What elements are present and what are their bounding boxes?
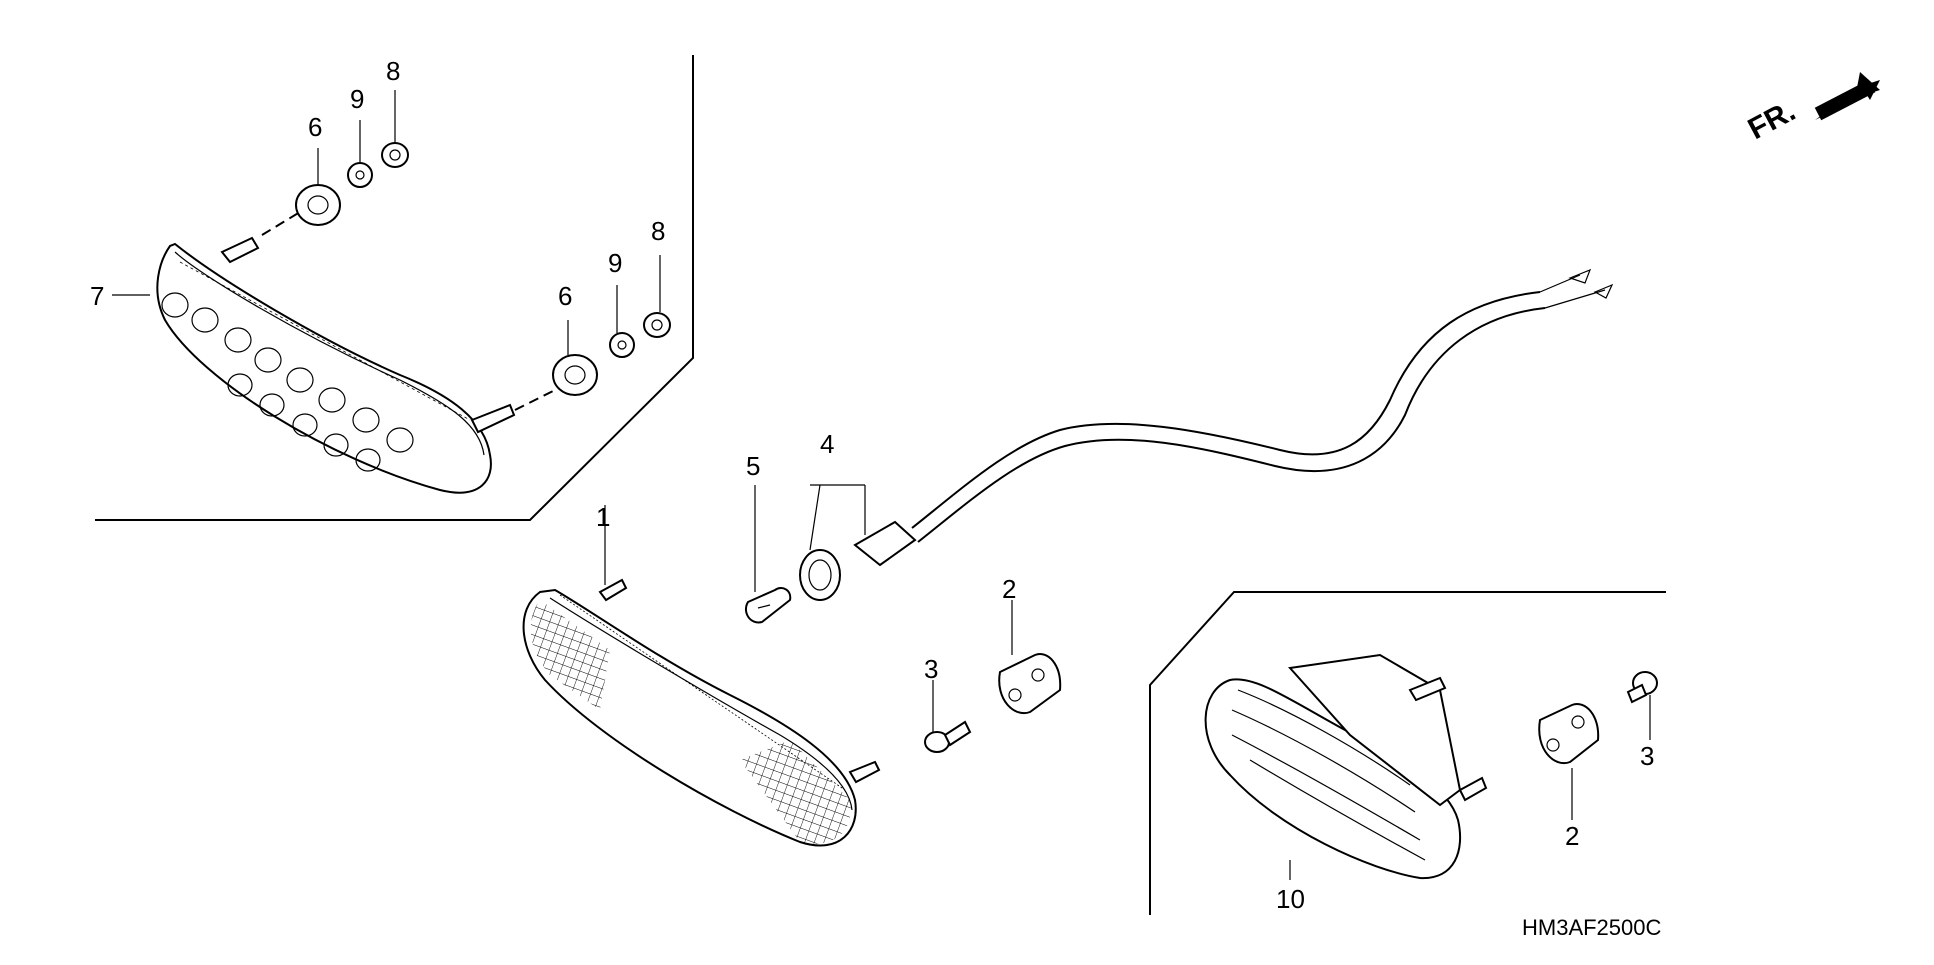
front-direction-arrow-icon — [1814, 72, 1880, 121]
callout-7: 7 — [90, 281, 104, 311]
led-cells — [161, 292, 414, 472]
callout-8-lower: 8 — [651, 216, 665, 246]
grommet-upper[interactable] — [295, 184, 341, 226]
tail-light-lens[interactable] — [522, 505, 881, 847]
nut-upper[interactable] — [381, 142, 409, 168]
callout-4: 4 — [820, 429, 834, 459]
callout-6-lower: 6 — [558, 281, 572, 311]
callout-9-lower: 9 — [608, 248, 622, 278]
callout-9-upper: 9 — [350, 84, 364, 114]
clip-right[interactable] — [1538, 703, 1600, 820]
callout-3-right: 3 — [1640, 741, 1654, 771]
callout-2-middle: 2 — [1002, 574, 1016, 604]
front-label: FR. — [1743, 94, 1801, 146]
bulb[interactable] — [744, 485, 792, 624]
screw-right[interactable] — [1626, 671, 1658, 740]
callout-3-middle: 3 — [924, 654, 938, 684]
nut-lower[interactable] — [643, 312, 671, 338]
callout-6-upper: 6 — [308, 112, 322, 142]
callout-2-right: 2 — [1565, 821, 1579, 851]
grommet-lower[interactable] — [552, 354, 598, 396]
callout-5: 5 — [746, 451, 760, 481]
washer-upper[interactable] — [347, 162, 373, 188]
screw-middle[interactable] — [924, 680, 972, 753]
alt-light-inset — [1149, 591, 1666, 915]
callout-8-upper: 8 — [386, 56, 400, 86]
callout-1: 1 — [596, 502, 610, 532]
diagram-code: HM3AF2500C — [1522, 915, 1662, 940]
led-tail-light[interactable] — [156, 236, 516, 494]
washer-lower[interactable] — [609, 332, 635, 358]
clip-middle[interactable] — [998, 600, 1062, 715]
alt-tail-light[interactable] — [1204, 653, 1488, 880]
socket-assembly[interactable] — [799, 268, 1614, 601]
callout-10: 10 — [1276, 884, 1305, 914]
led-light-inset — [95, 55, 694, 521]
